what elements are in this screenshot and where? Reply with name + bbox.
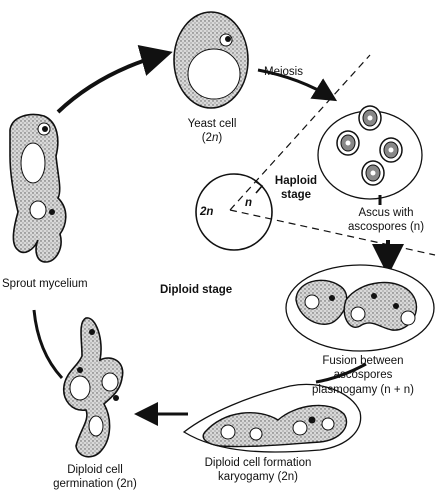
arrow-fusion-to-formation [315,362,367,384]
arrow-yeast-to-ascus [257,68,338,102]
diploid-stage-label: Diploid stage [160,284,233,296]
sprout-mycelium [9,113,67,263]
diploid-germination [62,317,124,458]
sprout-mycelium-label: Sprout mycelium [2,278,88,290]
arrow-germination-to-sprout [32,309,64,380]
ascus-with-ascospores [317,105,423,200]
stage-divider-upper [229,54,371,211]
diploid-cell-formation [182,383,362,453]
cycle-circle-arrow [254,180,264,194]
yeast-cell-label: Yeast cell (2n) [187,118,237,145]
cycle-circle [195,173,273,251]
circle-label-2n: 2n [200,206,214,218]
fusion-ascospores [285,264,435,352]
meiosis-label: Meiosis [264,66,303,78]
yeast-cell [173,11,249,109]
arrow-sprout-to-yeast [56,44,173,114]
circle-label-n: n [245,197,253,209]
